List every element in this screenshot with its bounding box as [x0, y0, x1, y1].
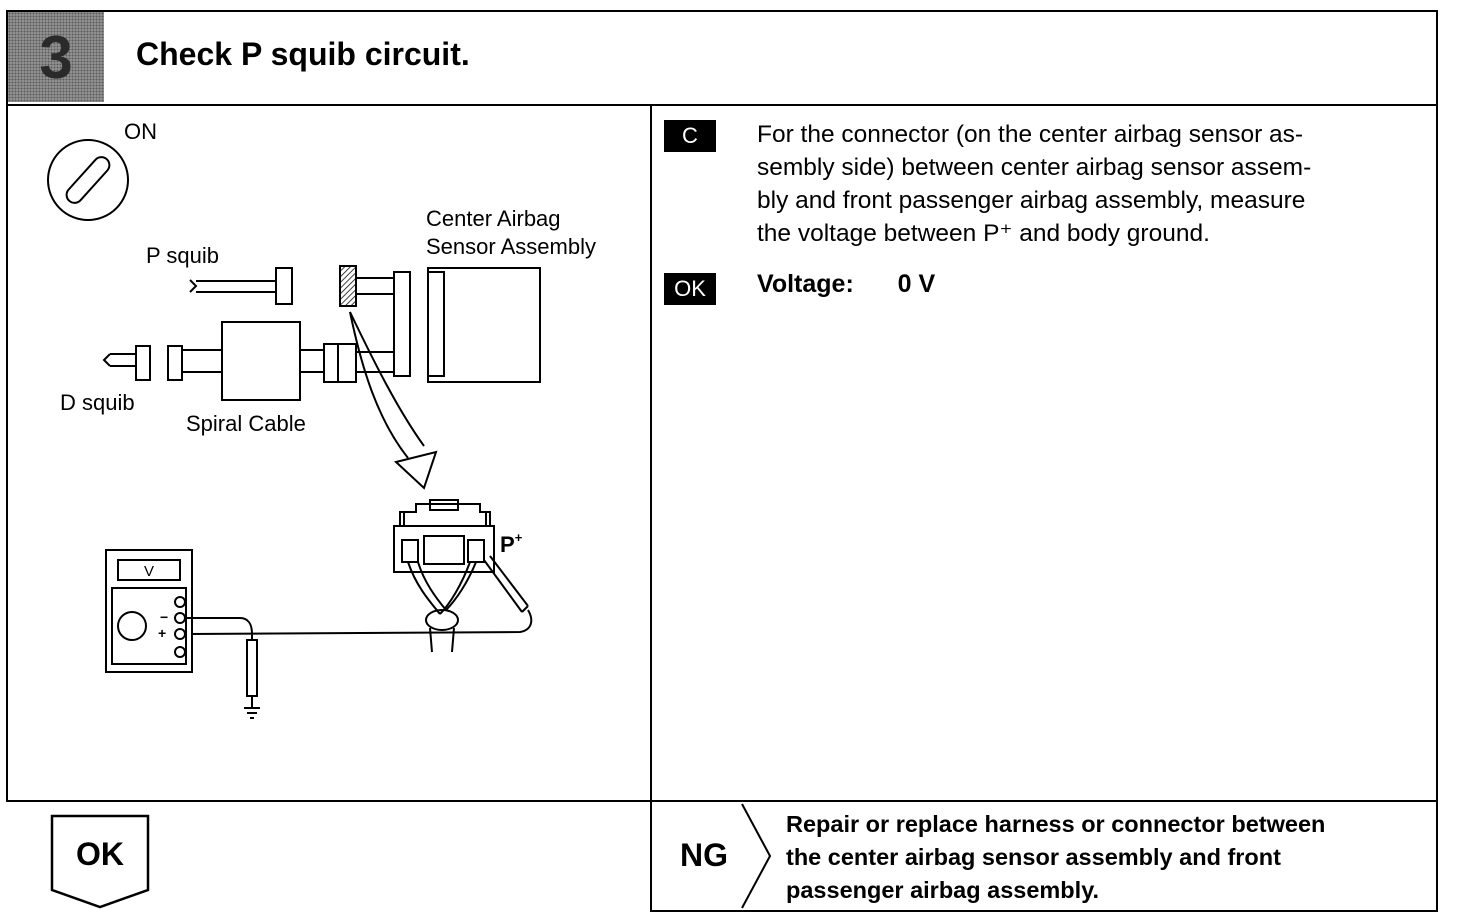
voltage-spec: Voltage: 0 V	[757, 270, 935, 299]
instruction-line: For the connector (on the center airbag …	[757, 121, 1304, 148]
check-tag: C	[664, 120, 716, 152]
p-plus-terminal-label: P+	[500, 530, 523, 557]
ok-tag: OK	[664, 273, 716, 305]
center-airbag-label-2: Sensor Assembly	[426, 234, 596, 259]
p-squib-connector	[189, 267, 293, 305]
spiral-cable-label: Spiral Cable	[186, 411, 306, 436]
ground-lead	[186, 617, 260, 719]
inspection-arrow-icon	[349, 311, 438, 490]
ng-action-text: Repair or replace harness or connector b…	[786, 808, 1426, 907]
instruction-line: sembly side) between center airbag senso…	[757, 154, 1312, 181]
wiring-diagram: ON P squib Center Airbag Sensor Assembly…	[47, 119, 596, 719]
step-number-badge: 3	[8, 12, 104, 102]
harness-wires	[407, 561, 477, 653]
step-title: Check P squib circuit.	[136, 36, 470, 72]
svg-text:−: −	[160, 609, 168, 625]
spec-label: Voltage:	[757, 270, 854, 298]
spiral-cable-box	[221, 321, 301, 401]
p-squib-label: P squib	[146, 243, 219, 268]
ng-result-label: NG	[680, 837, 728, 873]
ignition-on-label: ON	[124, 119, 157, 144]
ignition-switch-icon	[47, 139, 129, 221]
voltmeter	[105, 549, 193, 673]
instruction-line: the voltage between P⁺ and body ground.	[757, 220, 1210, 247]
instruction-line: bly and front passenger airbag assembly,…	[757, 187, 1306, 214]
d-squib-label: D squib	[60, 390, 135, 415]
spec-value: 0 V	[897, 270, 936, 298]
ok-result-label: OK	[76, 836, 124, 872]
procedure-instruction: For the connector (on the center airbag …	[757, 118, 1429, 250]
test-probe	[189, 555, 533, 635]
ng-action-line: Repair or replace harness or connector b…	[786, 811, 1326, 837]
passenger-connector-hatched	[339, 265, 357, 307]
ng-action-line: the center airbag sensor assembly and fr…	[786, 844, 1281, 870]
ng-action-line: passenger airbag assembly.	[786, 877, 1100, 903]
center-airbag-sensor	[427, 267, 541, 383]
meter-display: V	[144, 563, 154, 580]
center-airbag-label-1: Center Airbag	[426, 206, 561, 231]
ng-result-box	[650, 800, 1438, 912]
ng-chevron-icon	[741, 803, 772, 909]
ok-result-badge	[50, 814, 150, 909]
svg-text:+: +	[158, 625, 166, 641]
spiral-to-sensor-harness	[300, 343, 394, 383]
step-number: 3	[39, 23, 73, 91]
connector-face	[393, 499, 495, 573]
sensor-harness-upper	[356, 271, 411, 377]
d-squib-connector	[102, 345, 222, 381]
